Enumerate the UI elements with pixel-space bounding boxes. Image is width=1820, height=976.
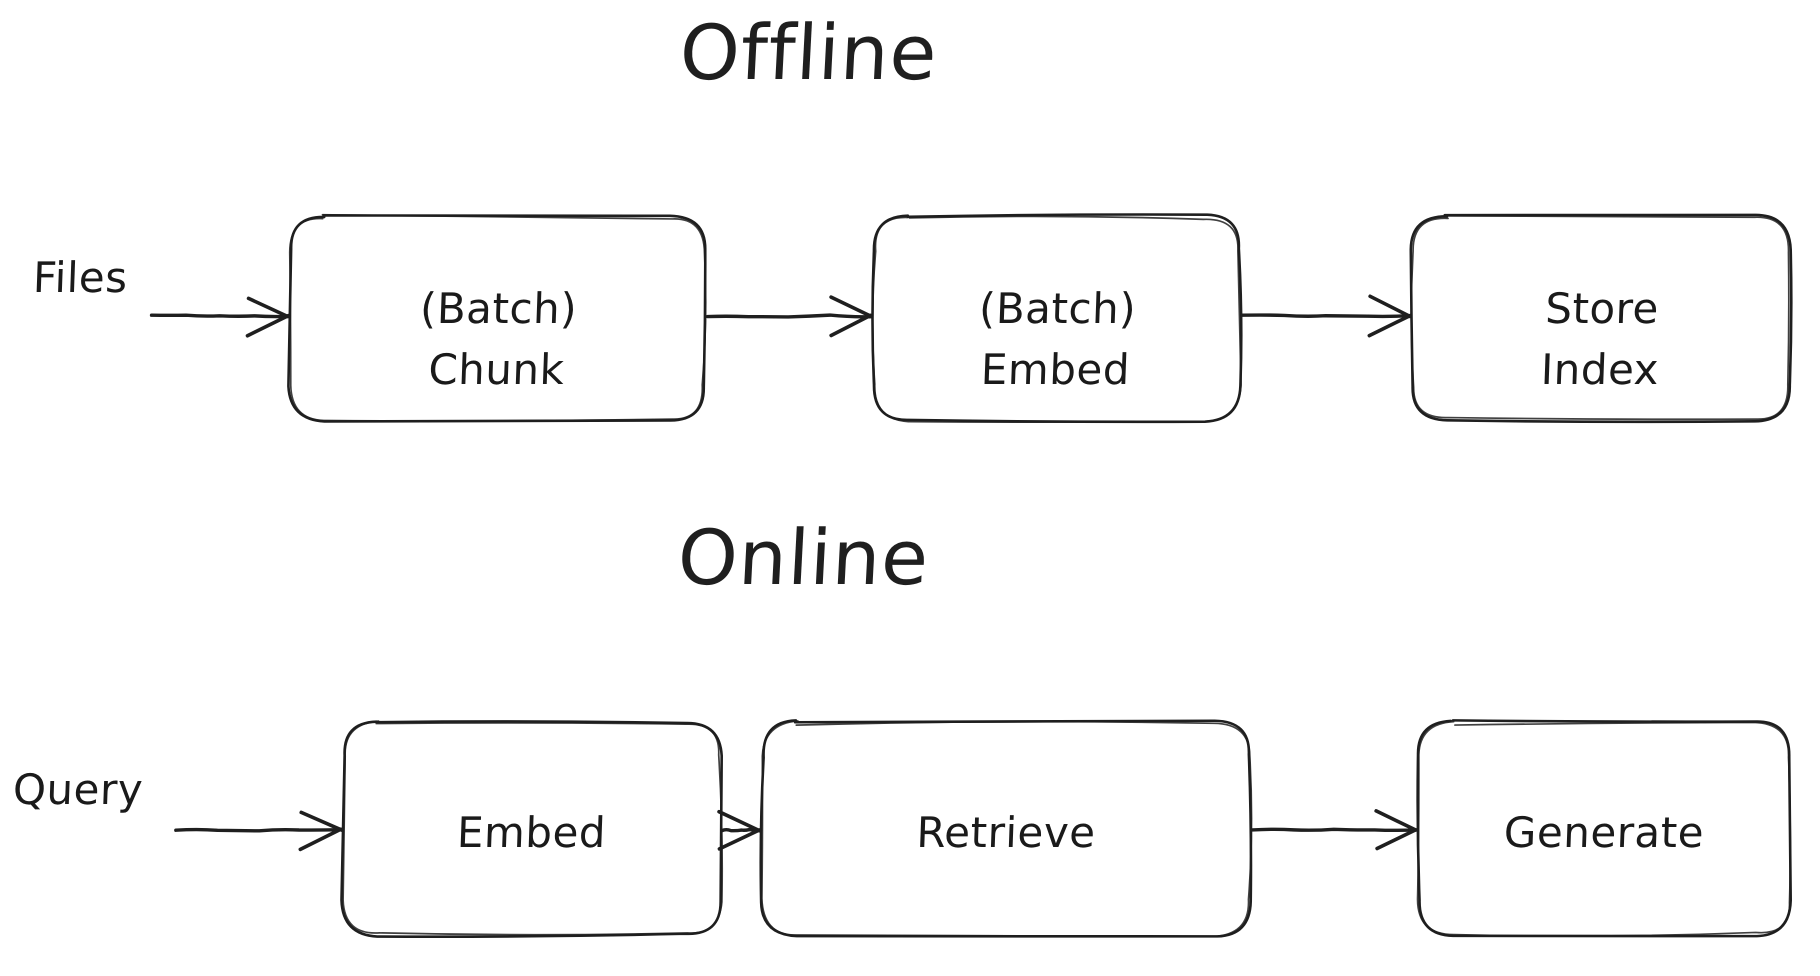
node-retrieve[interactable] — [759, 719, 1253, 938]
node-store-index[interactable] — [1409, 213, 1793, 424]
node-outline-pass2-generate — [1416, 720, 1792, 937]
arrowhead-barb-1-files-to-chunk — [246, 296, 290, 319]
arrow-retrieve-to-generate — [1250, 809, 1419, 851]
arrow-files-to-chunk — [149, 296, 291, 338]
arrowhead-barb-0-embed-to-store — [1367, 313, 1413, 338]
arrow-embed-to-store — [1240, 294, 1413, 338]
node-outline-pass2-batch-embed — [871, 215, 1242, 423]
arrow-shaft-query-to-embed — [174, 827, 343, 833]
node-outline-batch-embed — [871, 213, 1243, 424]
arrowhead-barb-0-files-to-chunk — [245, 313, 291, 338]
node-generate[interactable] — [1416, 719, 1792, 938]
node-outline-pass2-batch-chunk — [288, 213, 707, 422]
node-outline-pass2-store-index — [1410, 215, 1790, 421]
arrowhead-barb-1-query-to-embed — [299, 810, 344, 832]
arrow-shaft-retrieve-to-generate — [1250, 827, 1419, 833]
node-outline-pass2-embed — [342, 720, 724, 936]
arrowhead-barb-1-retrieve-to-generate — [1374, 809, 1418, 832]
arrowhead-barb-0-query-to-embed — [298, 827, 343, 852]
arrowhead-barb-0-embed-to-retrieve — [717, 828, 762, 851]
node-outline-embed — [340, 720, 723, 938]
arrow-chunk-to-embed — [705, 295, 874, 338]
arrowhead-barb-0-chunk-to-embed — [829, 313, 873, 338]
node-batch-embed[interactable] — [871, 213, 1243, 424]
arrowhead-barb-0-retrieve-to-generate — [1375, 828, 1418, 851]
node-outline-generate — [1416, 719, 1792, 938]
node-outline-pass2-retrieve — [761, 720, 1253, 938]
node-outline-store-index — [1409, 213, 1793, 424]
arrow-shaft-embed-to-retrieve — [720, 827, 763, 833]
arrow-shaft-chunk-to-embed — [705, 313, 872, 319]
node-batch-chunk[interactable] — [287, 213, 707, 423]
arrowhead-barb-1-chunk-to-embed — [829, 295, 874, 319]
arrow-shaft-embed-to-store — [1240, 313, 1412, 319]
arrowhead-barb-1-embed-to-store — [1368, 294, 1412, 319]
arrow-embed-to-retrieve — [717, 809, 763, 851]
arrowhead-barb-1-embed-to-retrieve — [717, 809, 762, 833]
arrow-shaft-files-to-chunk — [149, 313, 291, 319]
node-embed[interactable] — [340, 720, 724, 938]
node-outline-batch-chunk — [287, 214, 707, 423]
arrow-query-to-embed — [174, 810, 344, 852]
node-outline-retrieve — [759, 719, 1253, 938]
